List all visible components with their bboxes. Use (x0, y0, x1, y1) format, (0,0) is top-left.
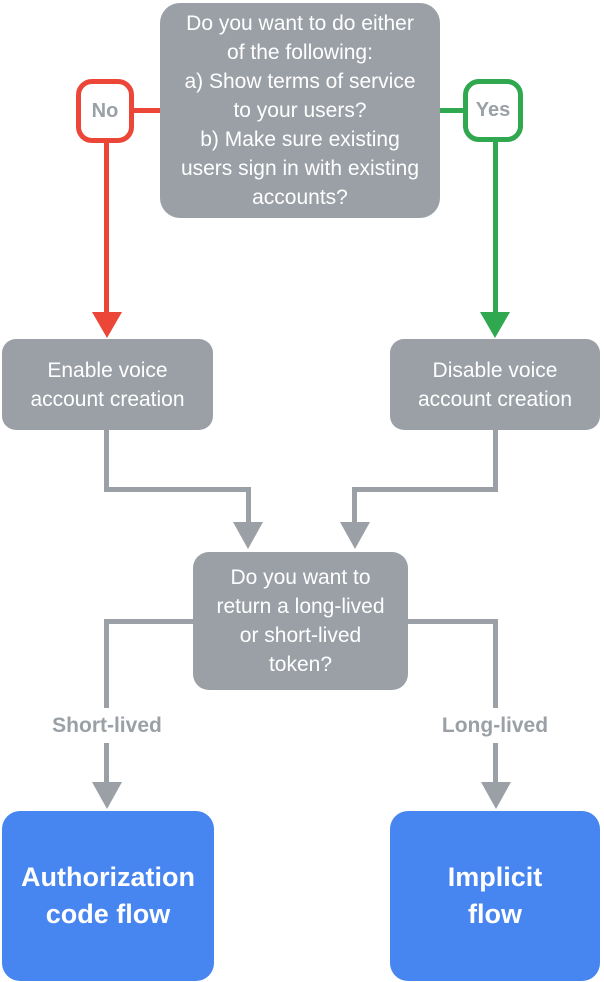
long-lived-label: Long-lived (410, 708, 580, 743)
connector-long-lived-horizontal (408, 619, 498, 624)
connector-disable-down (493, 430, 498, 492)
question-node-terms-of-service: Do you want to do either of the followin… (160, 3, 440, 218)
gray-arrow-down-icon (340, 522, 370, 549)
connector-long-lived-vertical (493, 619, 498, 787)
gray-arrow-down-icon (481, 782, 511, 809)
authorization-code-flow-node: Authorization code flow (2, 811, 214, 981)
short-lived-label: Short-lived (22, 708, 192, 743)
connector-yes-horizontal (440, 108, 464, 113)
green-arrow-down-icon (480, 312, 510, 338)
red-arrow-down-icon (92, 312, 122, 338)
no-badge: No (76, 79, 134, 143)
yes-badge: Yes (463, 79, 523, 142)
connector-enable-down (104, 430, 109, 492)
gray-arrow-down-icon (233, 522, 263, 549)
implicit-flow-node: Implicit flow (390, 811, 600, 981)
enable-voice-account-node: Enable voice account creation (2, 339, 213, 430)
disable-voice-account-node: Disable voice account creation (390, 339, 600, 430)
connector-disable-into-question (352, 487, 357, 525)
question-node-token-lifetime: Do you want to return a long-lived or sh… (193, 552, 408, 690)
connector-no-vertical (104, 140, 109, 314)
connector-no-horizontal (134, 108, 161, 113)
connector-disable-across (352, 487, 498, 492)
gray-arrow-down-icon (92, 782, 122, 809)
connector-enable-across (104, 487, 251, 492)
connector-short-lived-horizontal (104, 619, 193, 624)
connector-enable-into-question (246, 487, 251, 525)
connector-short-lived-vertical (104, 619, 109, 787)
connector-yes-vertical (493, 140, 498, 314)
